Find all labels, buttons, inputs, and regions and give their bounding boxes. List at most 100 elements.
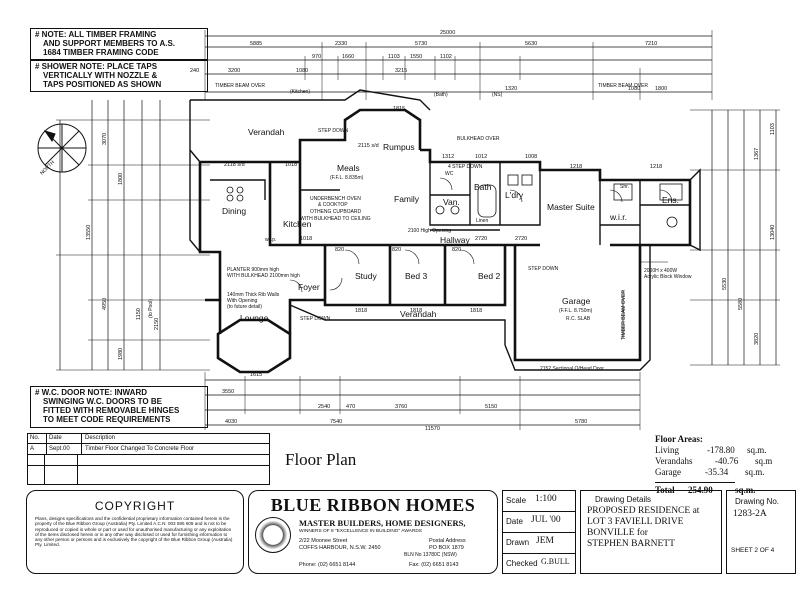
floor-area-unit: sq.m. <box>745 467 765 477</box>
dim-misc: 1818 <box>355 308 367 314</box>
dim-top: 5885 <box>250 41 262 47</box>
dim-second: 970 <box>312 54 321 60</box>
revision-no: A <box>28 444 47 454</box>
dim-misc: 1312 <box>442 154 454 160</box>
dim-misc: 820 <box>392 247 401 253</box>
label-planter2: WITH BULKHEAD 2100mm high <box>227 273 300 279</box>
dim-top: 7210 <box>645 41 657 47</box>
dim-bottom: 5150 <box>485 404 497 410</box>
room-wip: w.i.p. <box>265 237 276 243</box>
dim-misc: 1818 <box>470 308 482 314</box>
floor-area-row: Garage -35.34 sq.m. <box>655 467 795 478</box>
floor-areas-heading: Floor Areas: <box>655 434 703 444</box>
revision-header-desc: Description <box>85 435 116 441</box>
dim-bottom: 4030 <box>225 419 237 425</box>
floor-area-unit: sq.m <box>755 456 773 466</box>
label-underbench: UNDERBENCH OVEN <box>310 196 361 202</box>
revision-table: No. Date Description A Sept.00 Timber Fl… <box>27 433 270 485</box>
company-fax: Fax: (02) 6651 8143 <box>409 562 459 568</box>
dim-right: 13040 <box>770 225 776 240</box>
timber-note-line: AND SUPPORT MEMBERS TO A.S. <box>43 39 176 48</box>
copyright-heading: COPYRIGHT <box>94 499 176 513</box>
floor-area-unit: sq.m. <box>747 445 767 455</box>
label-high-opening: 2100 High Opening <box>408 228 451 234</box>
north-arrow-icon <box>37 123 87 173</box>
dim-top: 2330 <box>335 41 347 47</box>
wc-note-line: TO MEET CODE REQUIREMENTS <box>43 415 171 424</box>
company-address2: COFFS HARBOUR, N.S.W. 2450 <box>299 545 381 551</box>
label-bulkhead-over: BULKHEAD OVER <box>457 136 500 142</box>
shower-note-line: # SHOWER NOTE: PLACE TAPS <box>35 62 158 71</box>
dim-third: 3200 <box>228 68 240 74</box>
room-family: Family <box>394 194 420 204</box>
dim-second: 1102 <box>440 54 452 60</box>
date-row: Date JUL '00 <box>503 512 575 533</box>
dim-bottom: 3550 <box>222 389 234 395</box>
room-meals: Meals <box>337 163 360 173</box>
dim-overall-top: 25000 <box>440 30 455 36</box>
dim-misc: 240 <box>190 68 199 74</box>
dim-misc: 2118 s/d <box>224 162 245 168</box>
dim-overall-bottom: 11570 <box>425 426 440 432</box>
dim-left: 13550 <box>86 225 92 240</box>
label-otheng: OTHENG CUPBOARD <box>310 209 362 215</box>
drawing-number: 1283-2A <box>733 509 767 519</box>
label-planter: PLANTER 900mm high <box>227 267 279 273</box>
dim-third: 1800 <box>655 86 667 92</box>
dim-misc: 2720 <box>475 236 487 242</box>
dim-bottom: 7540 <box>330 419 342 425</box>
date-label: Date <box>506 517 523 526</box>
dim-misc: 1218 <box>570 164 582 170</box>
floor-plan-drawing: NORTH Verandah Meals (F.F.L. 8.835m) Rum… <box>37 30 780 432</box>
dim-misc: 1218 <box>650 164 662 170</box>
revision-header-date: Date <box>47 434 82 443</box>
dim-right: 1367 <box>754 148 760 160</box>
room-hallway: Hallway <box>440 235 471 245</box>
room-linen: Linen <box>476 218 488 224</box>
dim-top: 5630 <box>525 41 537 47</box>
room-ldry: L'dry <box>505 190 524 200</box>
dim-misc: 1008 <box>525 154 537 160</box>
revision-row: A Sept.00 Timber Floor Changed To Concre… <box>28 444 269 455</box>
room-van: Van. <box>443 197 460 207</box>
floor-areas: Floor Areas: Living -178.80 sq.m. Verand… <box>655 434 795 496</box>
date-value: JUL '00 <box>531 515 561 525</box>
room-kitchen: Kitchen <box>283 219 312 229</box>
room-lounge: Lounge <box>240 313 269 323</box>
revision-row <box>28 466 269 484</box>
dim-bottom: 5780 <box>575 419 587 425</box>
drawing-details-line: STEPHEN BARNETT <box>587 539 675 549</box>
room-garage-ffl: (F.F.L. 8.750m) <box>559 308 593 314</box>
label-timber-beam-over: TIMBER BEAM OVER <box>598 83 648 89</box>
company-postal-label: Postal Address <box>429 538 466 544</box>
label-step-down: STEP DOWN <box>528 266 559 272</box>
dim-left: 1980 <box>118 348 124 360</box>
room-ens: Ens. <box>662 195 679 205</box>
room-bath: Bath <box>474 182 492 192</box>
shower-note-line: TAPS POSITIONED AS SHOWN <box>43 80 162 89</box>
label-ns: (NS) <box>492 92 503 98</box>
label-timber-beam-over: TIMBER BEAM OVER <box>621 290 627 340</box>
drawing-details-label: Drawing Details <box>595 495 652 504</box>
drawing-title: Floor Plan <box>285 450 357 469</box>
label-with-opening: With Opening <box>227 298 258 304</box>
drawing-details-box: Drawing Details PROPOSED RESIDENCE at LO… <box>580 490 722 574</box>
label-future-detail: (to future detail) <box>227 304 262 310</box>
checked-row: Checked G.BULL <box>503 554 575 574</box>
scale-value: 1:100 <box>535 494 557 504</box>
drawing-details-line: PROPOSED RESIDENCE at <box>587 506 700 516</box>
room-verandah-bottom: Verandah <box>400 309 437 319</box>
dim-left: 1800 <box>118 173 124 185</box>
dim-left: 1150 <box>136 308 142 320</box>
label-step-4: 4 STEP DOWN <box>448 164 483 170</box>
revision-header-row: No. Date Description <box>28 434 269 444</box>
drawing-details-line: LOT 3 FAVIELL DRIVE <box>587 517 684 527</box>
floor-area-value: -35.34 <box>705 467 729 477</box>
dim-third: 1320 <box>505 86 517 92</box>
dim-bottom: 470 <box>346 404 355 410</box>
timber-note-line: # NOTE: ALL TIMBER FRAMING <box>35 30 157 39</box>
label-timber-beam-over: TIMBER BEAM OVER <box>215 83 265 89</box>
room-bed2: Bed 2 <box>478 271 500 281</box>
dim-left: 2150 <box>154 318 160 330</box>
drawing-details-line: BONVILLE for <box>587 528 648 538</box>
